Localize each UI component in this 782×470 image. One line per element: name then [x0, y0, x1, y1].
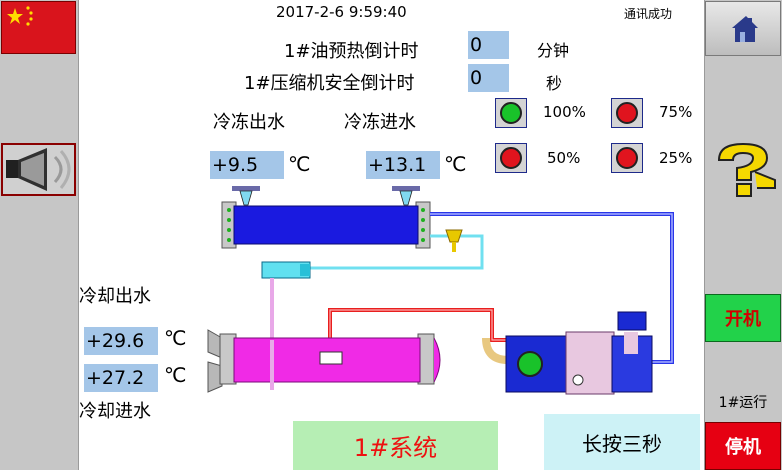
- speaker-icon: [6, 148, 71, 191]
- datetime-display: 2017-2-6 9:59:40: [276, 3, 407, 21]
- system-select-button[interactable]: 1#系统: [293, 421, 498, 470]
- oil-preheat-label: 1#油预热倒计时: [284, 41, 419, 62]
- condenser-vessel: [207, 329, 441, 393]
- oil-preheat-value: 0: [468, 31, 509, 59]
- help-icon: [717, 142, 776, 197]
- hold-three-seconds-button[interactable]: 长按三秒: [544, 414, 700, 470]
- home-button[interactable]: [705, 1, 781, 56]
- help-button[interactable]: [705, 142, 781, 199]
- chilled-inlet-unit: ℃: [444, 152, 467, 176]
- load-label-75: 75%: [659, 103, 693, 121]
- chilled-outlet-unit: ℃: [288, 152, 311, 176]
- home-icon: [732, 16, 758, 42]
- compressor-safety-label: 1#压缩机安全倒计时: [244, 73, 415, 94]
- chilled-inlet-value: +13.1: [366, 151, 440, 179]
- load-label-25: 25%: [659, 149, 693, 167]
- cooling-inlet-value: +27.2: [84, 364, 158, 392]
- load-lamp-50: [495, 143, 527, 173]
- chilled-outlet-value: +9.5: [210, 151, 284, 179]
- oil-preheat-unit: 分钟: [537, 41, 570, 60]
- comm-status: 通讯成功: [624, 7, 673, 21]
- cooling-outlet-value: +29.6: [84, 327, 158, 355]
- load-label-100: 100%: [543, 103, 586, 121]
- load-lamp-25: [611, 143, 643, 173]
- left-toolbar: [0, 0, 79, 470]
- chilled-inlet-label: 冷冻进水: [344, 112, 416, 133]
- expansion-valve: [290, 229, 484, 270]
- cooling-inlet-label: 冷却进水: [79, 401, 151, 422]
- compressor-safety-value: 0: [468, 64, 509, 92]
- cooling-inlet-unit: ℃: [164, 363, 187, 387]
- start-button[interactable]: 开机: [705, 294, 781, 342]
- load-label-50: 50%: [547, 149, 581, 167]
- stop-button[interactable]: 停机: [705, 422, 781, 470]
- chilled-water-nozzles: [232, 186, 420, 206]
- right-toolbar: [704, 0, 782, 470]
- language-flag-button[interactable]: [1, 1, 76, 54]
- sound-button[interactable]: [1, 143, 76, 196]
- cooling-outlet-unit: ℃: [164, 326, 187, 350]
- status-lamp-icon: [616, 102, 638, 124]
- compressor-safety-unit: 秒: [546, 74, 563, 93]
- compressor-unit: [482, 311, 653, 395]
- status-lamp-icon: [500, 102, 522, 124]
- load-lamp-75: [611, 98, 643, 128]
- run-status-label: 1#运行: [718, 395, 768, 411]
- china-flag-icon: [7, 6, 33, 26]
- status-lamp-icon: [500, 147, 522, 169]
- status-lamp-icon: [616, 147, 638, 169]
- filter-drier: [261, 261, 311, 340]
- evaporator-vessel: [221, 201, 431, 249]
- load-lamp-100: [495, 98, 527, 128]
- cooling-outlet-label: 冷却出水: [79, 286, 151, 307]
- chilled-outlet-label: 冷冻出水: [213, 112, 285, 133]
